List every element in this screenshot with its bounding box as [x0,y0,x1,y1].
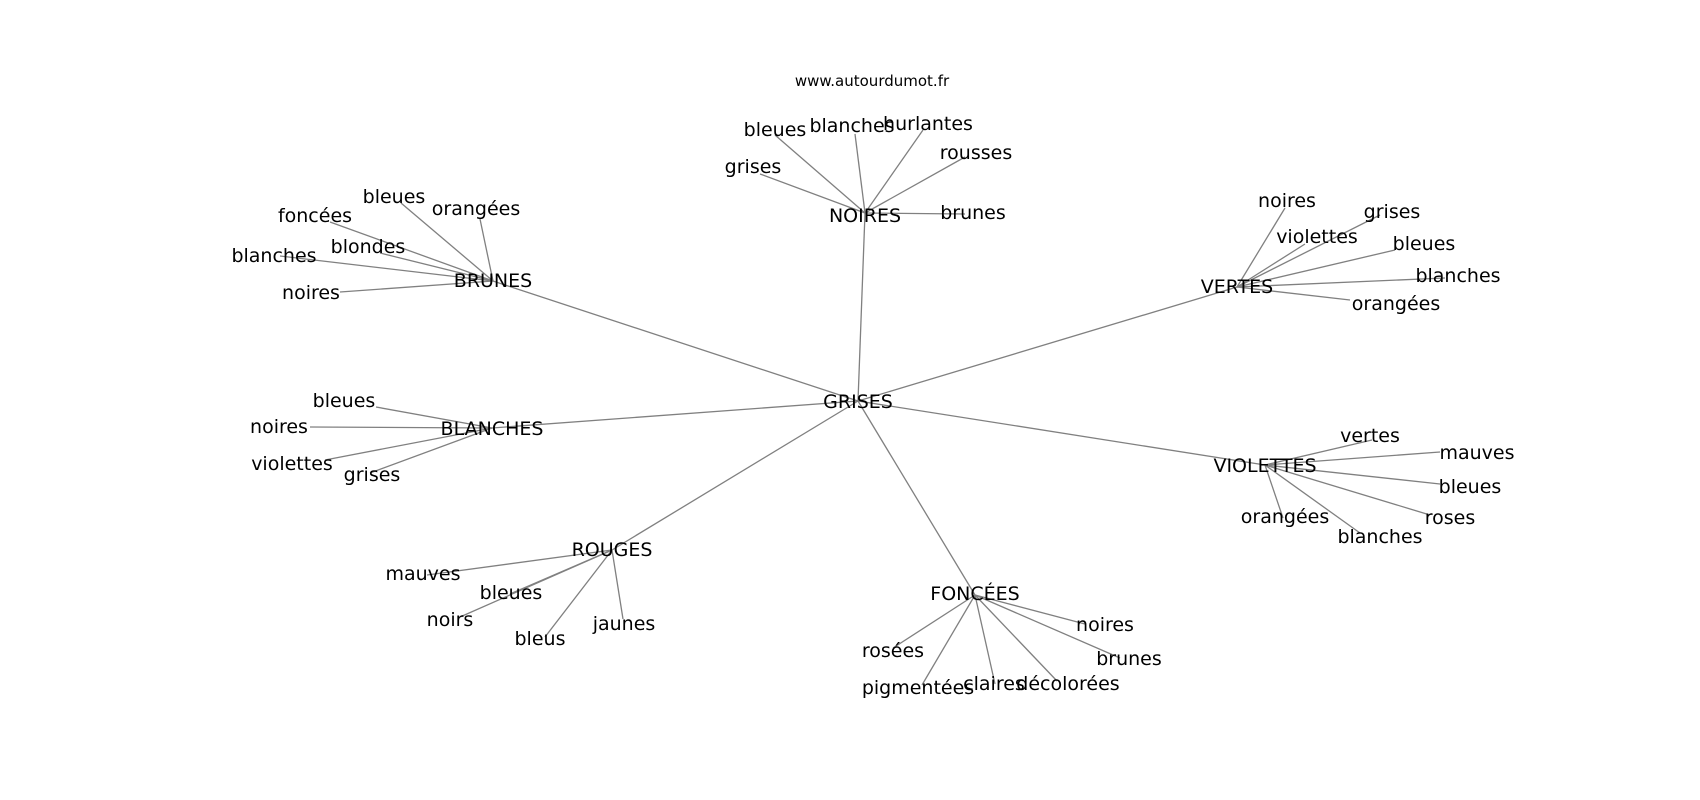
leaf-node-label: décolorées [1016,673,1119,695]
leaf-node-label: grises [725,156,782,178]
hub-node-label-brunes: BRUNES [454,270,532,292]
leaf-node-label: rousses [940,142,1012,164]
leaf-node-label: bleus [515,628,566,650]
leaf-node-label: jaunes [592,613,656,635]
leaf-node-label: blanches [1415,265,1500,287]
leaf-node-label: bleues [313,390,376,412]
leaf-node-label: roses [1425,507,1476,529]
leaf-node-label: noirs [427,609,474,631]
edge-rouges-leaf-3 [544,549,613,638]
edge-blanches-leaf-3 [369,427,493,474]
edge-foncees-leaf-3 [921,594,976,686]
edge-brunes-leaf-2 [329,221,494,282]
edge-brunes-leaf-3 [379,252,494,282]
leaf-node-label: noires [282,282,340,304]
edge-center-vertes [857,286,1238,402]
leaf-node-label: blanches [231,245,316,267]
edge-center-rouges [611,400,859,551]
graph-labels: GRISES BRUNES bleues orangées foncées blondes… [231,113,1514,699]
leaf-node-label: hurlantes [883,113,973,135]
edge-noires-leaf-0 [774,134,866,214]
hub-node-label-foncees: FONCÉES [930,582,1019,605]
center-node-label: GRISES [823,391,893,413]
edge-violettes-leaf-3 [1264,464,1431,516]
hub-node-label-vertes: VERTES [1201,276,1274,298]
edge-noires-leaf-5 [864,212,966,215]
edge-vertes-leaf-3 [1236,249,1396,288]
edge-center-brunes [492,280,859,402]
leaf-node-label: claires [963,673,1025,695]
edge-noires-leaf-3 [864,156,966,214]
leaf-node-label: bleues [1393,233,1456,255]
edge-blanches-leaf-0 [375,406,493,429]
edge-violettes-leaf-4 [1264,464,1284,519]
hub-node-label-violettes: VIOLETTES [1213,455,1316,477]
edge-violettes-leaf-2 [1264,464,1441,485]
edge-vertes-leaf-5 [1236,286,1351,301]
edge-rouges-leaf-4 [611,549,624,620]
leaf-node-label: brunes [1096,648,1162,670]
leaf-node-label: noires [1258,190,1316,212]
hub-node-label-rouges: ROUGES [572,539,653,561]
hub-node-label-blanches: BLANCHES [441,418,544,440]
leaf-node-label: orangées [1241,506,1329,528]
edge-vertes-leaf-0 [1236,207,1286,288]
edge-center-blanches [491,400,859,429]
edge-violettes-leaf-5 [1264,464,1361,534]
edge-center-violettes [857,400,1266,466]
leaf-node-label: bleues [480,582,543,604]
leaf-node-label: vertes [1340,425,1400,447]
edge-brunes-leaf-0 [400,202,494,282]
edge-vertes-leaf-1 [1236,214,1381,288]
edge-foncees-leaf-4 [974,594,996,685]
edge-foncees-leaf-5 [974,594,1058,682]
leaf-node-label: blondes [331,236,406,258]
edge-noires-leaf-4 [759,173,866,214]
leaf-node-label: foncées [278,205,352,227]
edge-violettes-leaf-1 [1264,451,1441,466]
edge-rouges-leaf-2 [459,549,613,618]
leaf-node-label: violettes [1276,226,1358,248]
leaf-node-label: grises [344,464,401,486]
edge-center-noires [857,212,866,402]
leaf-node-label: pigmentées [862,677,974,699]
edge-brunes-leaf-1 [479,218,494,282]
edge-rouges-leaf-0 [426,549,613,576]
leaf-node-label: bleues [363,186,426,208]
leaf-node-label: violettes [251,453,333,475]
leaf-node-label: noires [250,416,308,438]
edge-brunes-leaf-5 [339,280,494,293]
leaf-node-label: orangées [432,198,520,220]
leaf-node-label: noires [1076,614,1134,636]
hub-node-label-noires: NOIRES [829,205,901,227]
leaf-node-label: blanches [809,115,894,137]
edge-center-foncees [857,400,976,596]
edge-blanches-leaf-2 [324,427,493,461]
leaf-node-label: rosées [862,640,924,662]
edge-vertes-leaf-4 [1236,277,1446,288]
watermark: www.autourdumot.fr [795,72,950,90]
leaf-node-label: mauves [1439,442,1514,464]
edge-brunes-leaf-4 [279,255,494,282]
leaf-node-label: bleues [1439,476,1502,498]
leaf-node-label: grises [1364,201,1421,223]
edge-blanches-leaf-1 [309,426,493,429]
leaf-node-label: orangées [1352,293,1440,315]
leaf-node-label: mauves [385,563,460,585]
edge-noires-leaf-2 [864,129,924,214]
edge-foncees-leaf-2 [892,594,976,649]
leaf-node-label: bleues [744,119,807,141]
graph-edges [279,129,1446,686]
leaf-node-label: blanches [1337,526,1422,548]
edge-vertes-leaf-2 [1236,243,1306,288]
edge-noires-leaf-1 [854,133,866,214]
edge-violettes-leaf-0 [1264,439,1373,466]
edge-foncees-leaf-1 [974,594,1121,659]
edge-foncees-leaf-0 [974,594,1086,625]
leaf-node-label: brunes [940,202,1006,224]
